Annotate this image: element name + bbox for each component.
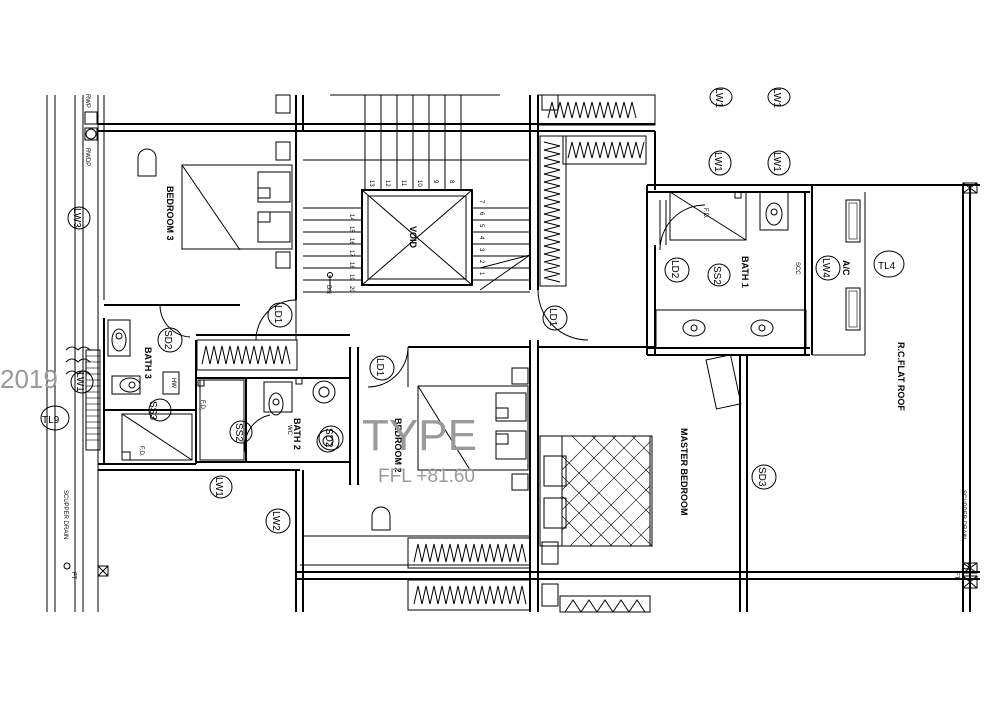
- scupper-drain-left: [63, 562, 109, 577]
- wardrobe-corridor: [196, 339, 298, 371]
- wardrobe-bedroom2: [407, 537, 531, 569]
- bath3-fixtures: [107, 319, 193, 461]
- scupper-drain-right-label: SCUPPER DRAIN: [960, 490, 966, 539]
- wardrobe-bottom-right: [559, 595, 651, 613]
- svg-text:4: 4: [478, 236, 484, 240]
- svg-text:11: 11: [400, 180, 406, 187]
- door-swing-bath2: [244, 414, 271, 456]
- bath3-label: BATH 3: [143, 347, 153, 379]
- bedroom3-bed: [137, 148, 293, 251]
- stair-numbers: 20 19 18 17 16 15 14 1 2 3 4 5 6 7 13 12…: [348, 180, 484, 293]
- svg-text:17: 17: [348, 250, 354, 257]
- wardrobe-stair-side: [539, 135, 567, 287]
- tag-ld1-master: LD1: [547, 308, 558, 327]
- svg-text:1: 1: [478, 272, 484, 276]
- svg-text:15: 15: [348, 226, 354, 233]
- note-fd-1: F.D.: [199, 400, 205, 411]
- scupper-drain-left-label: SCUPPER DRAIN: [62, 490, 68, 539]
- tag-ld1-bedroom3: LD1: [272, 305, 283, 324]
- svg-text:2: 2: [478, 260, 484, 264]
- note-wc: WC: [286, 425, 292, 436]
- bath2-fixtures: [197, 377, 340, 461]
- tag-ld1-bedroom2: LD1: [374, 358, 385, 377]
- svg-text:9: 9: [432, 180, 438, 184]
- windows: [97, 94, 742, 566]
- wardrobe-bottom: [407, 579, 531, 611]
- door-swing-bedroom3: [255, 299, 297, 341]
- ac-label: A/C: [841, 260, 851, 276]
- door-swing-master: [537, 289, 589, 341]
- svg-text:3: 3: [478, 248, 484, 252]
- master-bedroom-label: MASTER BEDROOM: [679, 428, 689, 516]
- tag-lw4: LW4: [820, 258, 831, 278]
- rwp-label: RWP: [84, 94, 90, 108]
- svg-text:19: 19: [348, 274, 354, 281]
- note-hw: HW: [170, 378, 176, 388]
- scupper-drain-right-ft: FT: [953, 572, 959, 580]
- tag-ld2: LD2: [669, 260, 680, 279]
- bedroom2-bed: [371, 385, 529, 531]
- master-bed: [539, 435, 653, 547]
- left-edge-lines: [46, 95, 105, 612]
- roof-label: R.C.FLAT ROOF: [896, 342, 906, 411]
- door-swing-bedroom2: [367, 346, 409, 388]
- stairs-dn-label: DN: [325, 285, 331, 294]
- watermark-type: TYPE: [362, 411, 477, 460]
- tag-lw1-bath-b: LW1: [771, 152, 782, 172]
- void-box: [361, 189, 473, 286]
- bath1-label: BATH 1: [740, 256, 750, 288]
- bath1-fixtures: [655, 191, 807, 349]
- svg-text:20: 20: [348, 286, 354, 293]
- note-scc: SCC: [794, 262, 800, 275]
- door-swing-bath3: [159, 304, 191, 338]
- tag-lw1-bath-a: LW1: [712, 152, 723, 172]
- tag-tl4: TL4: [878, 261, 896, 272]
- bath2-label: BATH 2: [292, 418, 302, 450]
- tag-lw1-left: LW1: [74, 372, 85, 392]
- bedroom3-label: BEDROOM 3: [165, 186, 175, 241]
- wardrobe-stair-top: [562, 135, 647, 165]
- note-fd-2: F.D.: [702, 208, 708, 219]
- tag-lw3: LW3: [71, 208, 82, 228]
- svg-text:6: 6: [478, 212, 484, 216]
- staircase: [303, 95, 531, 293]
- tag-ss2-bath2: SS2: [233, 423, 244, 442]
- tag-lw2: LW2: [270, 511, 281, 531]
- note-fd-3: F.D.: [138, 446, 144, 457]
- watermark-ffl: FFL +81.60: [378, 466, 475, 487]
- tag-lw1-top-b: LW1: [771, 88, 782, 108]
- left-balcony-railing: [65, 346, 101, 451]
- tag-tl9: TL9: [42, 415, 60, 426]
- void-label: VOID: [408, 226, 418, 249]
- svg-text:14: 14: [348, 214, 354, 221]
- rwdp-label: RWDP: [84, 148, 90, 166]
- scupper-drain-left-ft: FT: [70, 572, 76, 580]
- year-watermark: 2019: [0, 364, 58, 394]
- svg-text:8: 8: [448, 180, 454, 184]
- wardrobe-top: [537, 94, 656, 126]
- svg-text:7: 7: [478, 200, 484, 204]
- scupper-drain-right: [962, 562, 978, 589]
- tag-ss3-bath3: SS3: [147, 401, 158, 420]
- tag-ss2-bath1: SS2: [711, 266, 722, 285]
- svg-text:12: 12: [384, 180, 390, 187]
- svg-text:10: 10: [416, 180, 422, 187]
- door-swing-bath1: [659, 204, 706, 251]
- main-walls: [98, 95, 980, 612]
- tag-sd3: SD3: [756, 467, 767, 487]
- svg-text:18: 18: [348, 262, 354, 269]
- ac-units: [845, 199, 861, 331]
- svg-text:16: 16: [348, 238, 354, 245]
- svg-text:13: 13: [368, 180, 374, 187]
- bedroom2-label: BEDROOM 2: [393, 418, 403, 473]
- lw1-tags: [67, 87, 791, 499]
- tag-lw1-top-a: LW1: [713, 88, 724, 108]
- columns: [275, 94, 559, 607]
- svg-text:5: 5: [478, 224, 484, 228]
- tag-lw1-bottom: LW1: [213, 477, 224, 497]
- tag-sd2-bath3: SD2: [162, 330, 173, 350]
- ld1-tags: [40, 250, 905, 534]
- tag-sd2-bath2: SD2: [323, 428, 334, 448]
